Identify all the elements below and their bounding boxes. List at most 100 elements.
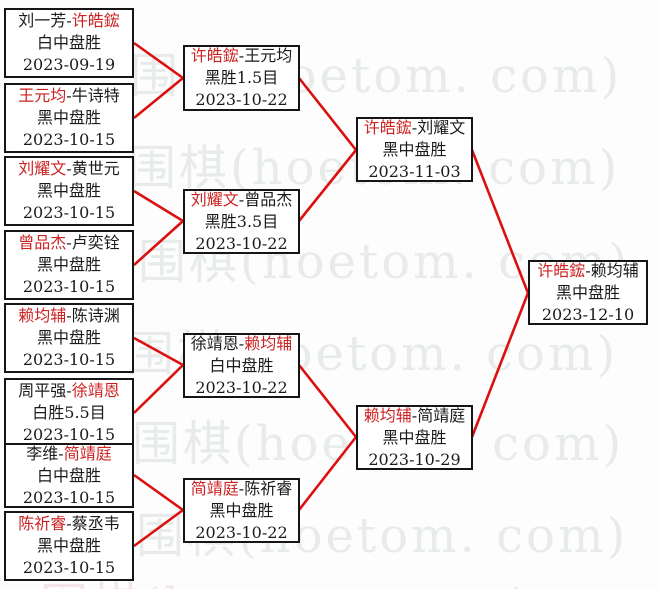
player-separator: - — [66, 381, 72, 400]
match-players: 刘耀文-黄世元 — [6, 158, 132, 180]
match-players: 刘耀文-曾品杰 — [185, 189, 298, 211]
player-separator: - — [66, 514, 72, 533]
match-result: 黑中盘胜 — [209, 500, 274, 520]
match-box-round1-3: 刘耀文-黄世元 黑中盘胜 2023-10-15 — [4, 156, 134, 226]
player2-name: 刘耀文 — [417, 117, 466, 137]
player1-name: 简靖庭 — [190, 478, 239, 498]
player2-name: 曾品杰 — [244, 189, 293, 209]
player1-name: 陈祈睿 — [18, 514, 67, 533]
match-box-round2-3: 徐靖恩-赖均辅 白中盘胜 2023-10-22 — [183, 333, 300, 398]
match-box-round1-5: 赖均辅-陈诗渊 黑中盘胜 2023-10-15 — [4, 303, 134, 373]
player2-name: 黄世元 — [71, 159, 120, 178]
player1-name: 刘一芳 — [18, 11, 67, 30]
player1-name: 赖均辅 — [363, 405, 412, 425]
player-separator: - — [411, 405, 418, 425]
player-separator: - — [66, 11, 72, 30]
player-separator: - — [238, 333, 245, 353]
match-box-round1-2: 王元均-牛诗特 黑中盘胜 2023-10-15 — [4, 83, 134, 153]
match-box-semifinal-2: 赖均辅-简靖庭 黑中盘胜 2023-10-29 — [356, 405, 473, 470]
match-players: 王元均-牛诗特 — [6, 85, 132, 107]
match-players: 许皓鋐-赖均辅 — [530, 260, 646, 282]
player-separator: - — [66, 86, 72, 105]
match-box-round2-2: 刘耀文-曾品杰 黑胜3.5目 2023-10-22 — [183, 189, 300, 254]
match-date: 2023-10-22 — [195, 233, 288, 253]
match-players: 许皓鋐-刘耀文 — [358, 117, 471, 139]
match-result: 白中盘胜 — [36, 465, 101, 485]
match-box-round1-6: 周平强-徐靖恩 白胜5.5目 2023-10-15 — [4, 378, 134, 448]
match-box-final: 许皓鋐-赖均辅 黑中盘胜 2023-12-10 — [528, 260, 648, 325]
player2-name: 王元均 — [244, 46, 293, 65]
match-date: 2023-10-22 — [195, 90, 288, 109]
match-players: 赖均辅-简靖庭 — [358, 405, 471, 427]
match-result: 黑中盘胜 — [555, 282, 620, 302]
player1-name: 李维 — [26, 443, 59, 463]
match-players: 许皓鋐-王元均 — [185, 45, 298, 67]
match-result: 黑中盘胜 — [382, 427, 447, 447]
player-separator: - — [58, 443, 64, 463]
match-box-round1-1: 刘一芳-许皓鋐 白中盘胜 2023-09-19 — [4, 8, 134, 78]
player2-name: 赖均辅 — [244, 333, 293, 353]
player2-name: 陈诗渊 — [71, 306, 120, 325]
match-date: 2023-10-15 — [22, 487, 116, 507]
player1-name: 许皓鋐 — [537, 260, 586, 280]
player2-name: 赖均辅 — [590, 260, 639, 280]
match-box-round2-1: 许皓鋐-王元均 黑胜1.5目 2023-10-22 — [183, 45, 300, 111]
player1-name: 赖均辅 — [18, 306, 67, 325]
match-date: 2023-10-15 — [22, 558, 116, 577]
match-date: 2023-10-15 — [22, 425, 116, 444]
match-date: 2023-09-19 — [22, 55, 116, 74]
player1-name: 周平强 — [18, 381, 67, 400]
player-separator: - — [238, 46, 245, 65]
match-result: 黑中盘胜 — [36, 108, 101, 127]
player1-name: 许皓鋐 — [363, 117, 412, 137]
match-date: 2023-12-10 — [541, 304, 635, 324]
player-separator: - — [66, 306, 72, 325]
match-result: 黑中盘胜 — [382, 139, 447, 159]
player-separator: - — [66, 159, 72, 178]
match-players: 周平强-徐靖恩 — [6, 380, 132, 402]
match-players: 刘一芳-许皓鋐 — [6, 10, 132, 32]
match-result: 黑中盘胜 — [36, 255, 101, 274]
match-date: 2023-10-15 — [22, 277, 116, 296]
match-box-round2-4: 简靖庭-陈祈睿 黑中盘胜 2023-10-22 — [183, 478, 300, 543]
match-players: 简靖庭-陈祈睿 — [185, 478, 298, 500]
match-players: 赖均辅-陈诗渊 — [6, 305, 132, 327]
player1-name: 曾品杰 — [18, 233, 67, 252]
player-separator: - — [411, 117, 418, 137]
watermark-text: 围棋(hoetom. com) — [40, 566, 532, 589]
player2-name: 简靖庭 — [63, 443, 112, 463]
player2-name: 简靖庭 — [417, 405, 466, 425]
match-result: 黑中盘胜 — [36, 181, 101, 200]
player1-name: 王元均 — [18, 86, 67, 105]
player-separator: - — [585, 260, 591, 280]
match-players: 陈祈睿-蔡丞韦 — [6, 513, 132, 535]
player1-name: 刘耀文 — [18, 159, 67, 178]
match-date: 2023-10-15 — [22, 130, 116, 149]
match-box-round1-4: 曾品杰-卢奕铨 黑中盘胜 2023-10-15 — [4, 230, 134, 300]
player1-name: 刘耀文 — [190, 189, 239, 209]
player2-name: 徐靖恩 — [71, 381, 120, 400]
match-date: 2023-10-22 — [195, 522, 288, 542]
match-date: 2023-10-15 — [22, 203, 116, 222]
match-players: 徐靖恩-赖均辅 — [185, 333, 298, 355]
match-date: 2023-10-29 — [368, 449, 461, 469]
player-separator: - — [238, 189, 245, 209]
match-result: 黑胜1.5目 — [204, 68, 279, 87]
match-players: 李维-简靖庭 — [6, 443, 132, 465]
match-box-semifinal-1: 许皓鋐-刘耀文 黑中盘胜 2023-11-03 — [356, 117, 473, 182]
player-separator: - — [238, 478, 245, 498]
player2-name: 许皓鋐 — [71, 11, 120, 30]
player1-name: 徐靖恩 — [190, 333, 239, 353]
player-separator: - — [66, 233, 72, 252]
player2-name: 陈祈睿 — [244, 478, 293, 498]
match-result: 黑中盘胜 — [36, 536, 101, 555]
match-result: 黑中盘胜 — [36, 328, 101, 347]
match-result: 白中盘胜 — [209, 355, 274, 375]
match-box-round1-7: 李维-简靖庭 白中盘胜 2023-10-15 — [4, 443, 134, 508]
player1-name: 许皓鋐 — [190, 46, 239, 65]
match-date: 2023-11-03 — [368, 161, 461, 181]
player2-name: 蔡丞韦 — [71, 514, 120, 533]
player2-name: 牛诗特 — [71, 86, 120, 105]
